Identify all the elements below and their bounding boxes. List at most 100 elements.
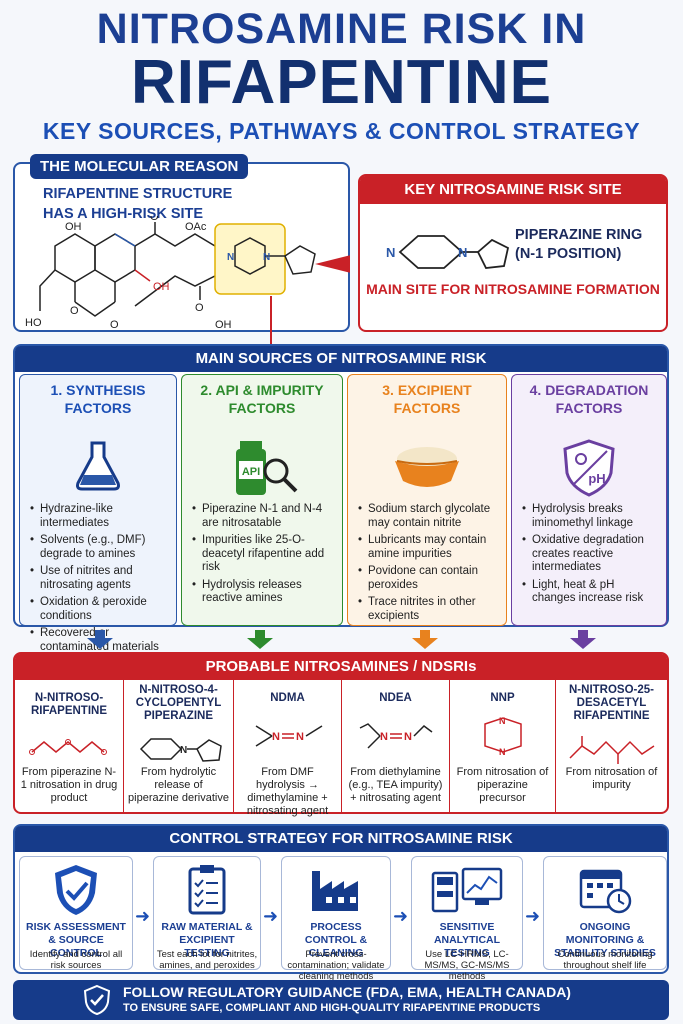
atom-label: O: [70, 305, 79, 317]
ph-label: pH: [588, 471, 605, 486]
control-step: ONGOING MONITORING & STABILITY STUDIES C…: [543, 856, 667, 971]
nitrosamine-desc: From hydrolytic release of piperazine de…: [128, 766, 229, 804]
sources-header: MAIN SOURCES OF NITROSAMINE RISK: [15, 346, 667, 372]
nitrosamine-title: N-NITROSO-25-DESACETYL RIFAPENTINE: [569, 684, 654, 722]
control-step-desc: Identify and control all risk sources: [29, 949, 123, 971]
atom-label: OH: [65, 221, 82, 233]
atom-label: N: [272, 731, 280, 743]
source-column-degradation: 4. DEGRADATION FACTORS pH Hydrolysis bre…: [511, 374, 667, 626]
molecular-reason-tag: THE MOLECULAR REASON: [30, 154, 249, 179]
source-column-synthesis: 1. SYNTHESIS FACTORS Hydrazine-like inte…: [19, 374, 177, 653]
list-item: Trace nitrites in other excipients: [358, 596, 500, 623]
list-item: Use of nitrites and nitrosating agents: [30, 565, 170, 592]
arrow-down-icon: [570, 630, 596, 649]
atom-label: OH: [153, 281, 170, 293]
list-item: Light, heat & pH changes increase risk: [522, 579, 660, 606]
ring-label: PIPERAZINE RING (N-1 POSITION): [515, 227, 643, 262]
nitrosamine-desc: From nitrosation of impurity: [565, 766, 658, 791]
footer-banner: FOLLOW REGULATORY GUIDANCE (FDA, EMA, HE…: [13, 980, 669, 1020]
arrow-right-icon: ➜: [393, 906, 409, 926]
atom-label: O: [195, 302, 204, 314]
api-bottle-icon: API: [182, 437, 342, 502]
control-step: RISK ASSESSMENT & SOURCE CONTROL Identif…: [19, 856, 133, 971]
atom-label: N: [180, 745, 187, 756]
nitrosamine-desc: From piperazine N-1 nitrosation in drug …: [20, 766, 118, 804]
list-item: Sodium starch glycolate may contain nitr…: [358, 503, 500, 530]
factory-icon: [282, 863, 390, 922]
sources-panel: MAIN SOURCES OF NITROSAMINE RISK 1. SYNT…: [13, 344, 669, 653]
control-step-title: RISK ASSESSMENT & SOURCE CONTROL: [26, 921, 126, 959]
control-step-title: PROCESS CONTROL & CLEANING: [304, 921, 368, 959]
arrow-right-icon: ➜: [135, 906, 151, 926]
atom-label: N: [386, 245, 395, 260]
nitrosamine-title: N-NITROSO-RIFAPENTINE: [30, 692, 108, 717]
column-title: 4. DEGRADATION FACTORS: [529, 382, 649, 416]
atom-label: N: [227, 252, 234, 263]
title-line2: RIFAPENTINE: [131, 48, 552, 117]
list-item: Piperazine N-1 and N-4 are nitrosatable: [192, 503, 336, 530]
atom-label: N: [263, 252, 270, 263]
molecular-reason-panel: RIFAPENTINE STRUCTURE HAS A HIGH-RISK SI…: [13, 162, 350, 356]
analytical-instrument-icon: [412, 863, 522, 922]
atom-label: N: [499, 716, 506, 726]
main-site-label: MAIN SITE FOR NITROSAMINE FORMATION: [366, 281, 660, 297]
atom-label: N: [458, 245, 467, 260]
nitrosamine-title: NDMA: [270, 692, 305, 704]
nitrosamine-title: N-NITROSO-4-CYCLOPENTYL PIPERAZINE: [135, 684, 222, 722]
api-label: API: [242, 466, 260, 478]
source-column-api: 2. API & IMPURITY FACTORS API Piperazine…: [181, 374, 343, 626]
arrow-down-icon: [412, 630, 438, 649]
powder-bowl-icon: [348, 437, 506, 498]
list-item: Hydrazine-like intermediates: [30, 503, 170, 530]
control-step-title: ONGOING MONITORING & STABILITY STUDIES: [554, 921, 656, 959]
control-step-desc: Test each lot for nitrites, amines, and …: [156, 949, 258, 971]
atom-label: OH: [215, 319, 232, 331]
risk-site-header: KEY NITROSAMINE RISK SITE: [360, 176, 666, 204]
control-step: PROCESS CONTROL & CLEANING Prevent cross…: [281, 856, 391, 982]
nitrosamine-desc: From diethylamine (e.g., TEA impurity) +…: [348, 766, 443, 804]
atom-label: O: [150, 216, 159, 223]
column-title: 3. EXCIPIENT FACTORS: [382, 382, 472, 416]
list-item: Oxidation & peroxide conditions: [30, 596, 170, 623]
nitrosamine-cell: N-NITROSO-25-DESACETYL RIFAPENTINE From …: [556, 680, 667, 814]
atom-label: OAc: [185, 221, 207, 233]
source-list: Hydrolysis breaks iminomethyl linkage Ox…: [522, 503, 660, 610]
atom-label: N: [499, 747, 506, 756]
control-step-desc: Use LC-HRMS, LC-MS/MS, GC-MS/MS methods: [424, 949, 510, 982]
list-item: Solvents (e.g., DMF) degrade to amines: [30, 534, 170, 561]
nitrosamine-structure: N: [124, 732, 233, 771]
source-list: Hydrazine-like intermediates Solvents (e…: [30, 503, 170, 658]
nitrosamines-header: PROBABLE NITROSAMINES / NDSRIs: [15, 654, 667, 680]
piperazine-ring: N N: [386, 235, 510, 269]
column-title: 1. SYNTHESIS FACTORS: [50, 382, 146, 416]
control-step-desc: Continuous monitoring throughout shelf l…: [557, 949, 653, 971]
atom-label: HO: [25, 317, 42, 329]
clipboard-icon: [154, 863, 260, 922]
shield-check-icon: [20, 863, 132, 922]
control-step-desc: Prevent cross-contamination; validate cl…: [287, 949, 385, 982]
footer-line2: TO ENSURE SAFE, COMPLIANT AND HIGH-QUALI…: [123, 1002, 541, 1014]
list-item: Hydrolysis releases reactive amines: [192, 579, 336, 606]
nitrosamine-title: NDEA: [379, 692, 412, 704]
control-step-title: RAW MATERIAL & EXCIPIENT TESTING: [161, 921, 253, 959]
control-strategy-panel: CONTROL STRATEGY FOR NITROSAMINE RISK RI…: [13, 824, 669, 982]
nitrosamine-desc: From DMF hydrolysis → dimethylamine + ni…: [246, 766, 329, 817]
arrow-right-icon: ➜: [525, 906, 541, 926]
nitrosamine-cell: N-NITROSO-4-CYCLOPENTYL PIPERAZINE N Fro…: [124, 680, 234, 814]
atom-label: N: [296, 731, 304, 743]
control-step-title: SENSITIVE ANALYTICAL TESTING: [433, 921, 501, 959]
list-item: Impurities like 25-O-deacetyl rifapentin…: [192, 534, 336, 575]
list-item: Lubricants may contain amine impurities: [358, 534, 500, 561]
nitrosamine-cell: N-NITROSO-RIFAPENTINE From piperazine N-…: [15, 680, 124, 814]
control-header: CONTROL STRATEGY FOR NITROSAMINE RISK: [15, 826, 667, 852]
shield-check-icon: [83, 984, 111, 1016]
nitrosamines-panel: PROBABLE NITROSAMINES / NDSRIs N-NITROSO…: [13, 652, 669, 817]
shield-ph-icon: pH: [512, 437, 666, 502]
list-item: Oxidative degradation creates reactive i…: [522, 534, 660, 575]
